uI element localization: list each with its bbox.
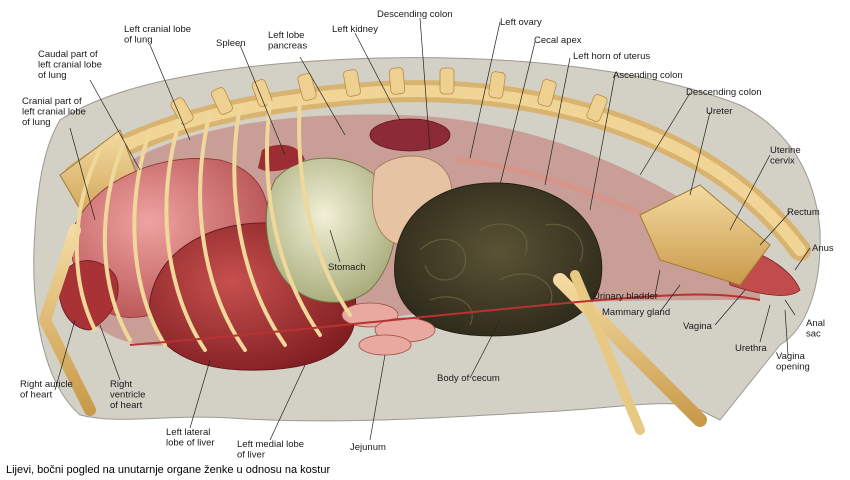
stomach-organ xyxy=(265,157,397,303)
label-left-ovary: Left ovary xyxy=(500,17,542,28)
cecum-mass xyxy=(394,182,603,337)
cecum-folds xyxy=(419,223,584,326)
caption: Lijevi, bočni pogled na unutarnje organe… xyxy=(6,464,330,476)
label-left-kidney: Left kidney xyxy=(332,24,378,35)
label-body-of-cecum: Body of cecum xyxy=(437,373,500,384)
leader-lines xyxy=(54,17,811,441)
label-urinary-bladder: Urinary bladder xyxy=(593,291,658,302)
spleen-organ xyxy=(258,144,305,172)
kidney-organ xyxy=(369,118,451,152)
label-jejunum: Jejunum xyxy=(350,442,386,453)
label-left-horn-uterus: Left horn of uterus xyxy=(573,51,650,62)
spine xyxy=(64,67,811,261)
label-descending-colon-right: Descending colon xyxy=(686,87,762,98)
label-ureter: Ureter xyxy=(706,106,732,117)
label-ascending-colon: Ascending colon xyxy=(613,70,683,81)
ribs xyxy=(74,96,352,352)
label-rectum: Rectum xyxy=(787,207,820,218)
abdominal-wall xyxy=(129,293,761,346)
label-spleen: Spleen xyxy=(216,38,246,49)
label-mammary-gland: Mammary gland xyxy=(602,307,670,318)
humerus xyxy=(38,224,96,416)
label-stomach: Stomach xyxy=(328,262,366,273)
label-vagina: Vagina xyxy=(683,321,713,332)
label-cecal-apex: Cecal apex xyxy=(534,35,582,46)
label-descending-colon-top: Descending colon xyxy=(377,9,453,20)
pelvis xyxy=(639,184,771,286)
label-urethra: Urethra xyxy=(735,343,767,354)
label-anus: Anus xyxy=(812,243,834,254)
